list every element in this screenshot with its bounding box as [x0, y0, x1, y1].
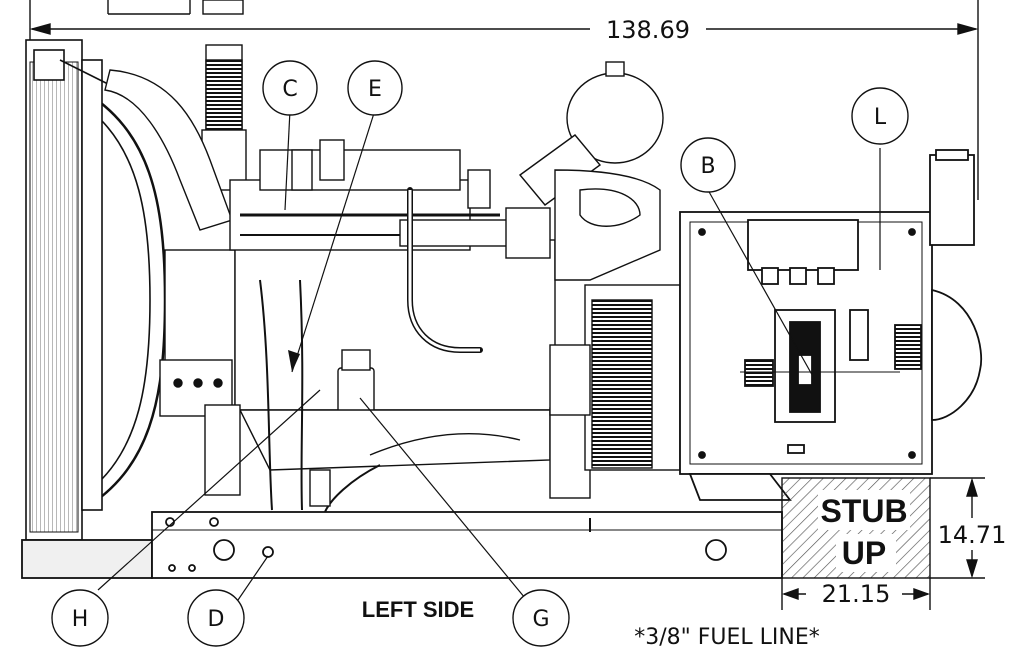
- stub-height-dimension: [930, 477, 985, 579]
- control-box: [679, 149, 983, 501]
- fuel-line-note: *3/8" FUEL LINE*: [634, 625, 820, 650]
- callout-e-label: E: [368, 77, 382, 102]
- base-skid: [21, 511, 783, 579]
- callout-g: G: [512, 589, 570, 647]
- callout-b: B: [680, 137, 736, 193]
- stub-height-value: 14.71: [938, 521, 1007, 549]
- stub-width-value: 21.15: [822, 580, 891, 608]
- callout-g-label: G: [532, 607, 549, 632]
- callout-l: L: [851, 87, 909, 145]
- stub-width-dimension: [781, 578, 931, 610]
- callout-c: C: [262, 60, 318, 116]
- callout-e: E: [347, 60, 403, 116]
- callout-d: D: [187, 589, 245, 647]
- callout-l-label: L: [874, 105, 887, 130]
- callout-h: H: [51, 589, 109, 647]
- stub-up-line1: STUB: [820, 493, 907, 529]
- radiator: [25, 39, 167, 541]
- callout-leaders: [97, 109, 881, 601]
- callout-c-label: C: [282, 77, 297, 102]
- view-title: LEFT SIDE: [362, 597, 474, 622]
- stub-up-line2: UP: [842, 535, 886, 571]
- callout-b-label: B: [700, 154, 715, 179]
- engine-assembly: [104, 44, 681, 513]
- callout-d-label: D: [208, 607, 225, 632]
- leader-arrow-e: [288, 350, 300, 372]
- callout-h-label: H: [72, 607, 89, 632]
- stub-up-area: STUB UP: [781, 477, 931, 579]
- overall-length-value: 138.69: [606, 16, 690, 44]
